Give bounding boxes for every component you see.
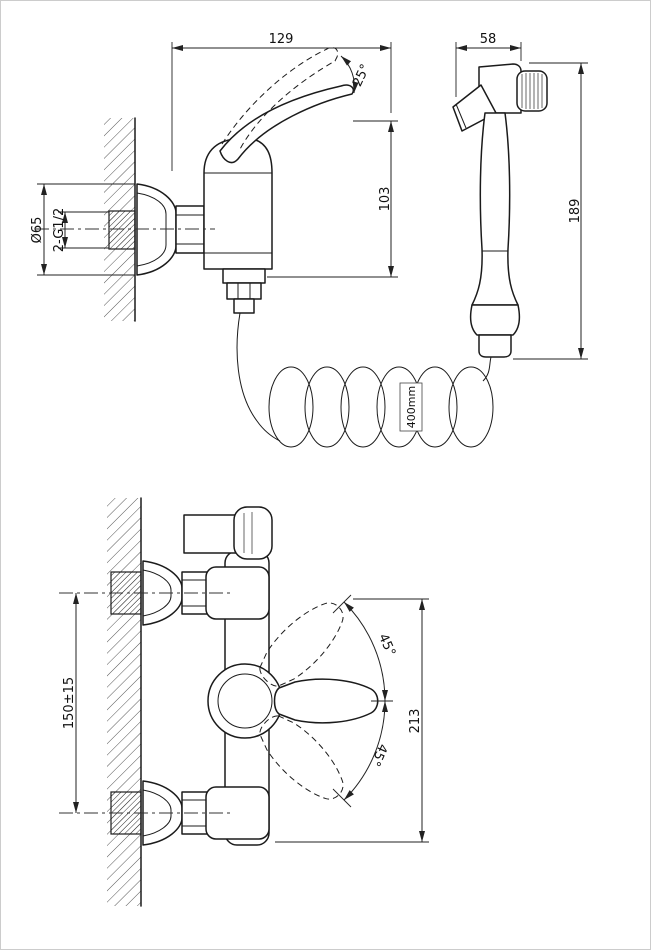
escutcheon	[136, 183, 177, 276]
dim-sprayer-width: 58	[455, 32, 522, 97]
dim-label-sprayer-height: 189	[568, 199, 583, 224]
nut-body	[175, 205, 205, 254]
outlet-hex-nut	[226, 282, 262, 300]
sprayer-handle	[469, 112, 521, 358]
holder-knob	[233, 506, 273, 560]
dim-label-handle-angle: 25°	[350, 62, 373, 89]
dim-thread-spec: 2-G1/2	[52, 208, 109, 252]
outlet-stub	[233, 298, 255, 314]
dim-label-faucet-width: 129	[269, 32, 294, 47]
dim-label-hose-length: 400mm	[405, 386, 418, 428]
cartridge-dome	[207, 663, 283, 739]
escutcheon-outline	[136, 183, 177, 276]
front-view: 45° 45° 150±15 213	[59, 497, 429, 907]
lever-handle-front	[273, 678, 379, 724]
sprayer-endcap	[478, 334, 512, 358]
dim-inlet-spacing: 150±15	[62, 593, 79, 813]
outlet-assembly	[222, 268, 266, 314]
dim-label-swing-up: 45°	[375, 632, 398, 659]
dim-label-sprayer-width: 58	[480, 32, 497, 47]
hose-exit	[482, 356, 492, 382]
shower-hose: 400mm	[236, 312, 494, 448]
dim-label-flange-diameter: Ø65	[30, 217, 45, 244]
dim-overall-height: 213	[275, 598, 429, 843]
wall-hatching	[107, 498, 141, 906]
sprayer-knob	[516, 70, 548, 112]
dim-label-overall-height: 213	[408, 709, 423, 734]
dim-label-swing-down: 45°	[367, 741, 390, 768]
wall-section-front	[107, 497, 142, 907]
side-view: 25° 400mm	[30, 32, 588, 448]
sprayer-nozzle	[452, 84, 497, 132]
lever-handle	[219, 84, 354, 164]
hose-entry	[236, 312, 281, 442]
dim-faucet-width: 129	[171, 32, 392, 171]
dim-label-thread-spec: 2-G1/2	[52, 208, 67, 252]
dim-body-height: 103	[267, 120, 398, 278]
hose-coil	[268, 366, 494, 448]
mounting-nut	[175, 205, 205, 254]
faucet-arm-bottom	[205, 786, 270, 840]
angle-arc-25	[340, 55, 359, 94]
dim-sprayer-height: 189	[513, 62, 588, 360]
dim-label-inlet-spacing: 150±15	[62, 677, 77, 729]
outlet-step	[222, 268, 266, 284]
faucet-arm-top	[205, 566, 270, 620]
sprayer-bell	[469, 304, 521, 336]
inlet-pipe	[108, 210, 136, 250]
hand-sprayer	[452, 63, 548, 358]
holder-bracket	[183, 514, 240, 554]
sprayer-holder	[183, 506, 273, 560]
dim-flange-diameter: Ø65	[30, 183, 135, 276]
hose-length-label-box	[399, 382, 423, 432]
escutcheon-contour	[136, 192, 167, 267]
dim-label-body-height: 103	[378, 187, 393, 212]
